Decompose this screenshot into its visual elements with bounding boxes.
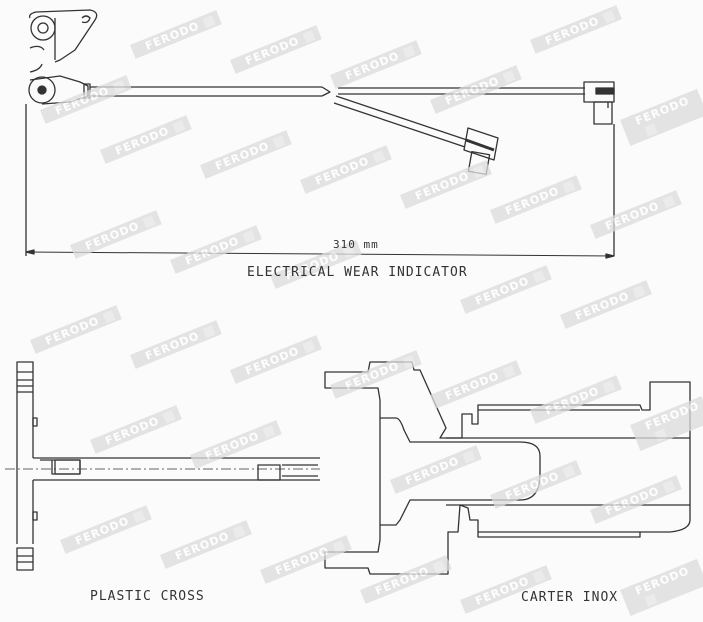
- plastic-cross-drawing: [5, 361, 320, 571]
- plastic-cross-title: PLASTIC CROSS: [90, 589, 205, 604]
- wear-indicator-drawing: [25, 9, 615, 259]
- carter-inox-title: CARTER INOX: [521, 590, 619, 605]
- carter-inox-drawing: [324, 361, 691, 575]
- dimension-label: 310 mm: [333, 238, 379, 251]
- wear-indicator-title: ELECTRICAL WEAR INDICATOR: [247, 265, 468, 280]
